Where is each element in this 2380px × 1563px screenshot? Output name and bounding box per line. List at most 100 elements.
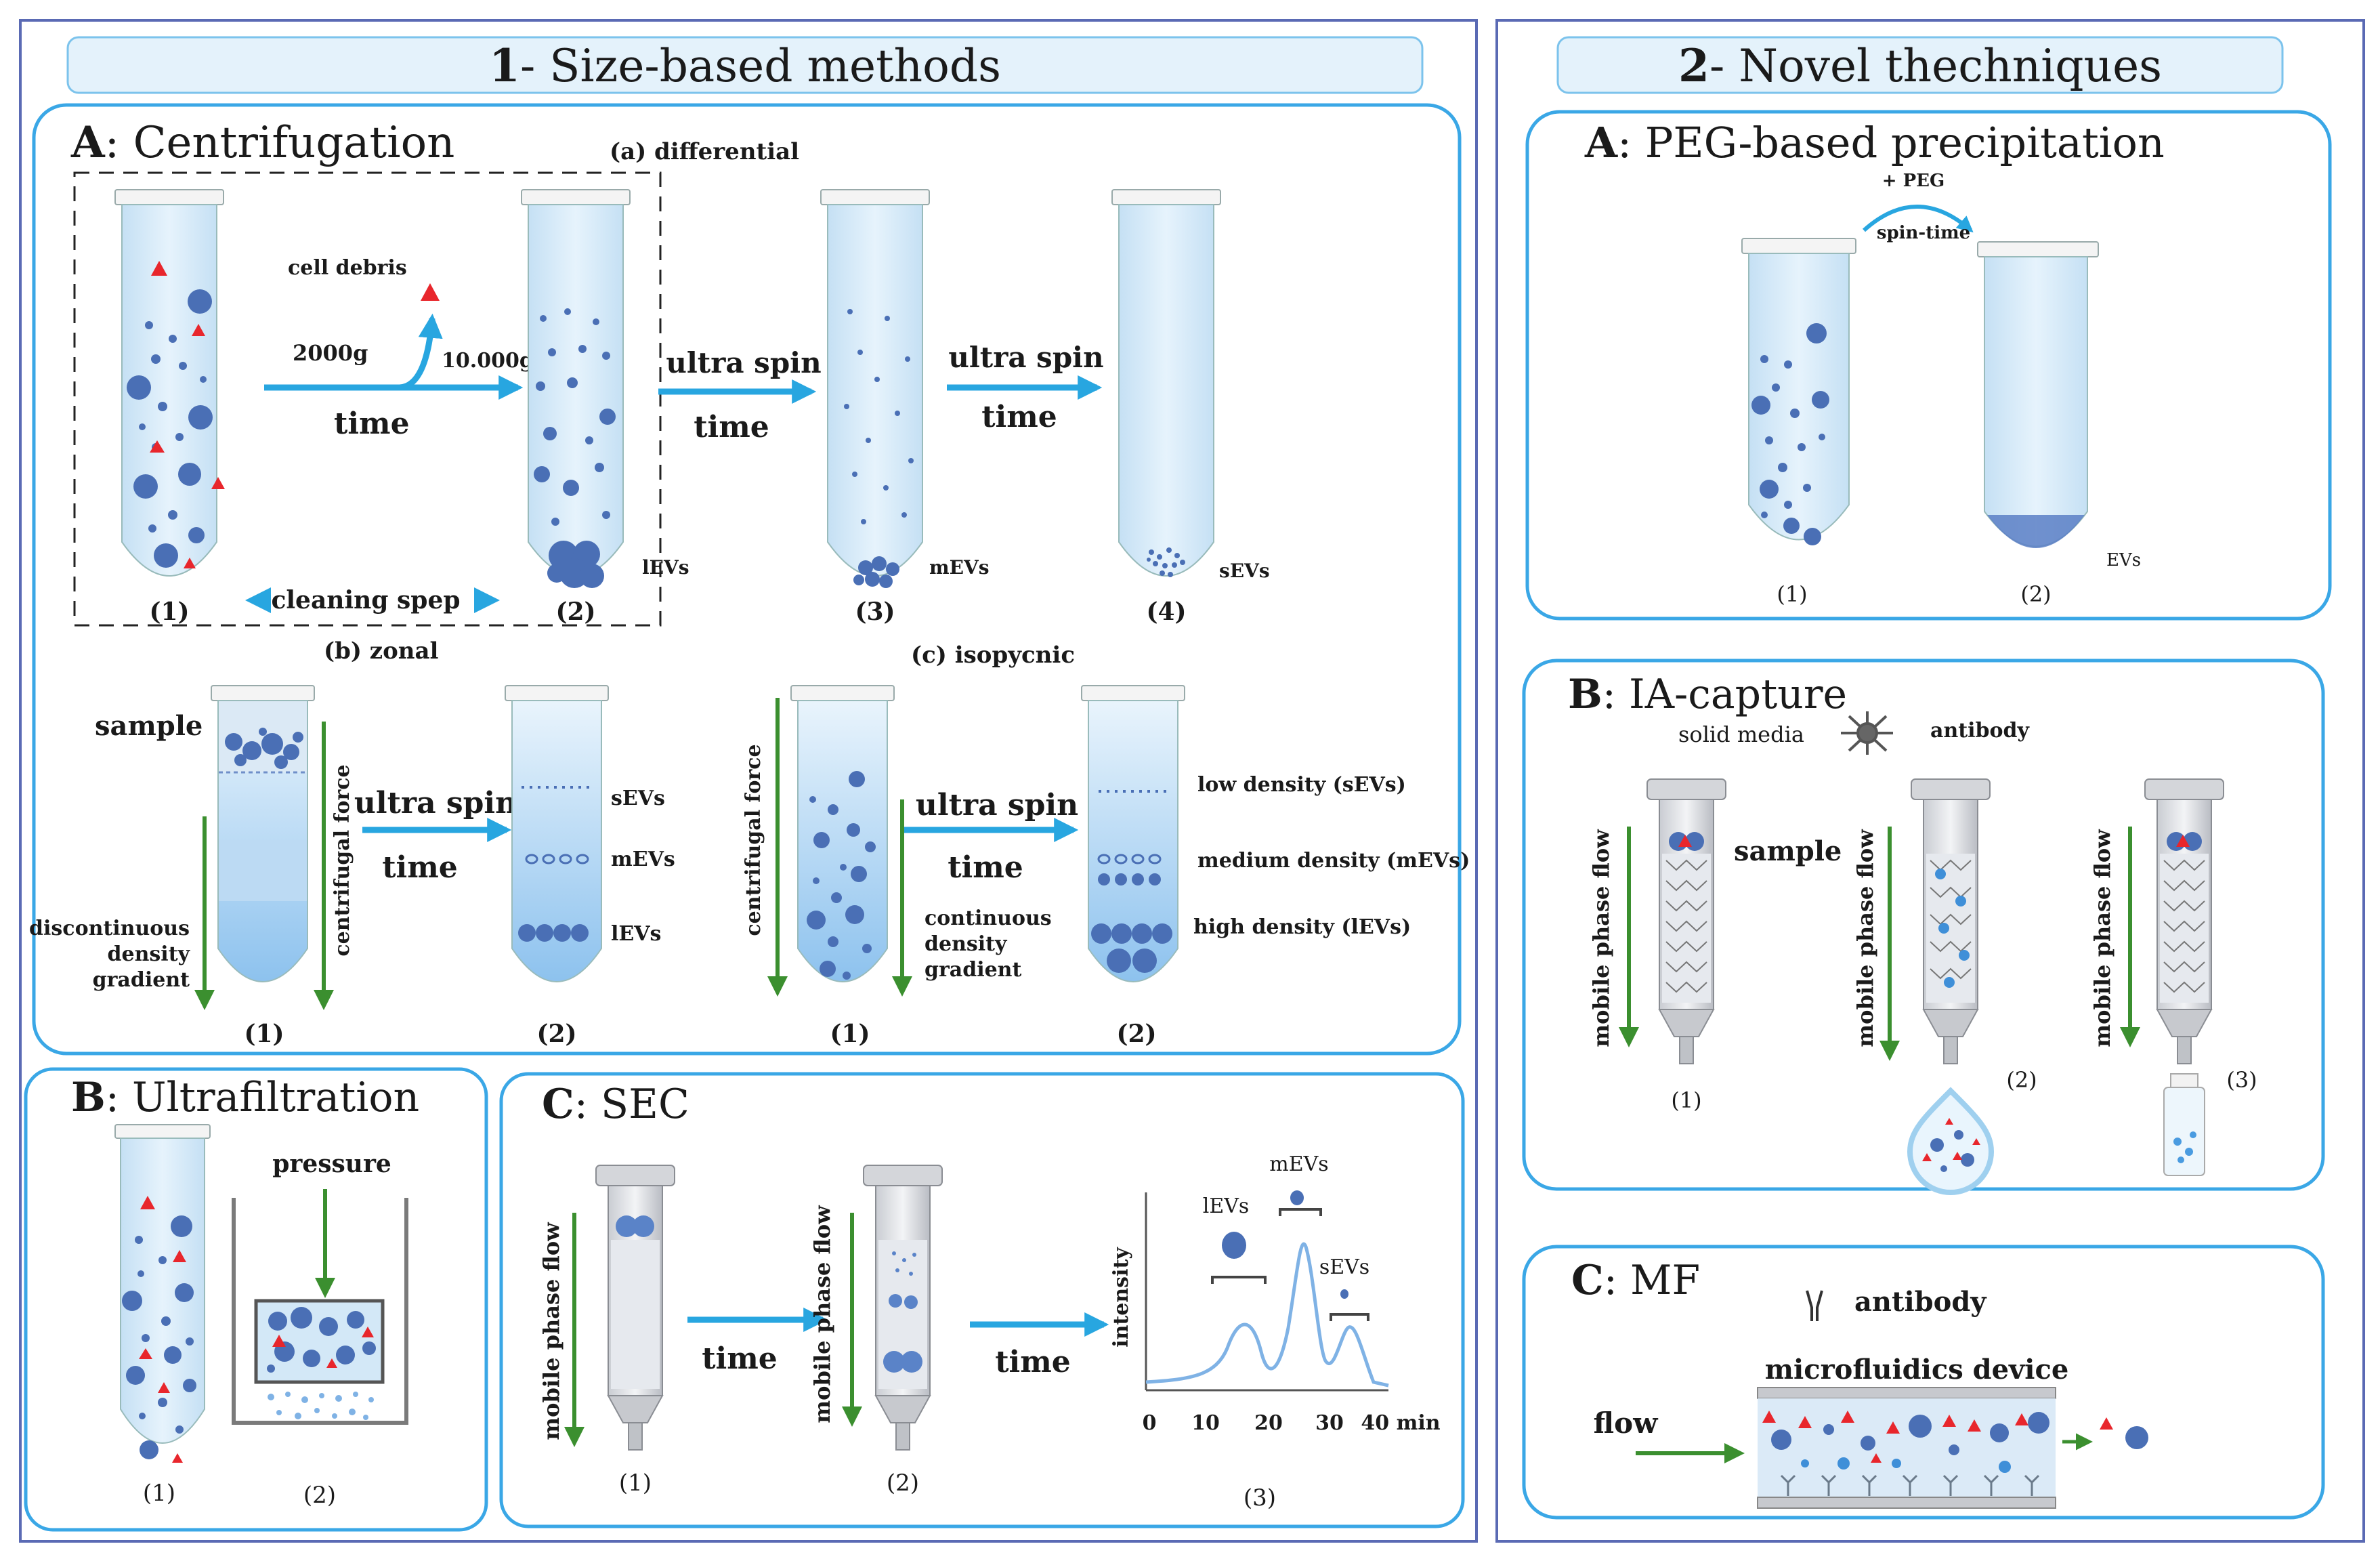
panel-1B-title: B: Ultrafiltration	[71, 1074, 419, 1121]
antibody-label-2B: antibody	[1930, 719, 2030, 743]
ia-column-1-sample	[1669, 832, 1704, 851]
iso-band-low: low density (sEVs)	[1197, 773, 1406, 797]
panel-1C	[499, 1072, 1465, 1528]
mf-out-debris	[2100, 1417, 2113, 1430]
differential-box	[73, 171, 662, 627]
iso-label-2: (2)	[1116, 1020, 1156, 1048]
discontinuous-2: density	[108, 942, 191, 966]
zonal-label: (b) zonal	[324, 638, 439, 665]
ia-label-3: (3)	[2226, 1067, 2257, 1093]
zonal-band-mevs: mEVs	[611, 848, 675, 871]
discontinuous-1: discontinuous	[29, 917, 190, 940]
zonal-band-sevs: sEVs	[611, 787, 665, 810]
section1-frame	[19, 19, 1478, 1543]
label-mevs-1: mEVs	[929, 556, 989, 579]
panel-2B-title: B: IA-capture	[1568, 671, 1847, 718]
pressure-label: pressure	[272, 1150, 391, 1178]
sec-time-2: time	[995, 1345, 1071, 1379]
zonal-band-levs: lEVs	[611, 922, 661, 946]
peg-tube-1-particles	[1751, 323, 1829, 545]
label-levs-1: lEVs	[642, 556, 689, 579]
centrifugal-label-iso: centrifugal force	[742, 744, 765, 936]
section2-frame	[1495, 19, 2365, 1543]
ia-label-2: (2)	[2006, 1067, 2037, 1093]
sec-column-2	[863, 1165, 943, 1451]
tube-2-particles	[534, 308, 616, 588]
uf-label-2: (2)	[303, 1482, 336, 1509]
ia-column-3-sample	[2167, 832, 2202, 851]
sec-label-3: (3)	[1244, 1484, 1276, 1512]
iso-band-medium: medium density (mEVs)	[1197, 849, 1470, 873]
time-label-3: time	[981, 400, 1057, 434]
label-2000g: 2000g	[293, 340, 368, 366]
zonal-sample-particles	[225, 728, 303, 769]
iso-tube-1	[790, 685, 895, 982]
mf-out-particle	[2125, 1426, 2148, 1449]
chrom-xtick-10: 10	[1191, 1411, 1220, 1435]
tube-3	[820, 189, 930, 577]
panel-2A-title: A: PEG-based precipitation	[1584, 118, 2165, 167]
zonal-spin-label: ultra spin	[354, 786, 517, 820]
zonal-tube-2	[505, 685, 609, 982]
ia-flow-label-3: mobile phase flow	[2089, 829, 2115, 1047]
differential-label: (a) differential	[610, 138, 799, 165]
tube-3-label: (3)	[855, 598, 895, 626]
tube-4-label: (4)	[1146, 598, 1186, 626]
chrom-xtick-20: 20	[1254, 1411, 1283, 1435]
sec-column-1-sample	[616, 1215, 654, 1237]
peg-evs-label: EVs	[2106, 550, 2141, 570]
uf-outer-vessel	[232, 1198, 408, 1425]
iso-time-label: time	[948, 850, 1023, 885]
mf-flow-label: flow	[1594, 1406, 1659, 1440]
peak-mevs-bracket	[1279, 1208, 1322, 1216]
uf-filter-debris	[272, 1327, 374, 1368]
sec-column-1	[595, 1165, 675, 1451]
tube-2-label: (2)	[555, 598, 595, 626]
peg-tube-2	[1977, 241, 2099, 548]
ultra-spin-label-1: ultra spin	[666, 346, 821, 379]
section1-header-bar	[66, 36, 1424, 94]
label-sevs-1: sEVs	[1219, 560, 1270, 582]
sec-label-1: (1)	[619, 1470, 652, 1497]
peg-label-2: (2)	[2020, 581, 2051, 607]
cleaning-label: cleaning spep	[271, 586, 460, 614]
mf-particles	[1762, 1411, 2049, 1473]
ia-collection-vial	[2163, 1073, 2205, 1176]
ia-label-1: (1)	[1671, 1087, 1701, 1113]
ultra-spin-label-2: ultra spin	[948, 341, 1103, 374]
tube-1-debris	[150, 261, 225, 568]
continuous-2: density	[925, 932, 1008, 956]
label-10000g: 10.000g	[442, 349, 534, 373]
peg-arrow	[1862, 205, 1974, 233]
zonal-label-2: (2)	[536, 1020, 576, 1048]
continuous-3: gradient	[925, 958, 1021, 982]
uf-filtrate-drops	[268, 1392, 374, 1420]
panel-1A-title: A: Centrifugation	[70, 117, 454, 168]
ia-flow-label-1: mobile phase flow	[1588, 829, 1614, 1047]
chrom-xtick-30: 30	[1315, 1411, 1344, 1435]
zonal-tube-1	[211, 685, 315, 982]
tube-4	[1111, 189, 1221, 577]
peak-mevs-label: mEVs	[1269, 1152, 1328, 1176]
sec-column-2-particles	[883, 1251, 922, 1373]
section2-header-bar	[1556, 36, 2284, 94]
peak-sevs-label: sEVs	[1319, 1255, 1369, 1279]
peg-tube-1	[1741, 238, 1856, 541]
panel-2C	[1522, 1245, 2325, 1520]
chrom-xtick-40: 40 min	[1361, 1411, 1440, 1435]
peak-levs-bracket	[1211, 1276, 1267, 1284]
isopycnic-label: (c) isopycnic	[911, 642, 1075, 669]
peg-label: + PEG	[1882, 171, 1945, 191]
cleaning-label-bg	[271, 583, 474, 618]
iso-spin-label: ultra spin	[916, 788, 1078, 822]
panel-2A	[1525, 110, 2332, 621]
section2-title: 2- Novel thechniques	[1678, 39, 2162, 92]
zonal-time-label: time	[382, 850, 458, 885]
ia-sample-label: sample	[1734, 835, 1842, 867]
time-label-1: time	[334, 407, 410, 441]
iso-band-high: high density (lEVs)	[1193, 915, 1411, 939]
mf-device	[1757, 1387, 2056, 1509]
chrom-xtick-0: 0	[1143, 1411, 1157, 1435]
peak-sevs-icon	[1340, 1289, 1348, 1299]
